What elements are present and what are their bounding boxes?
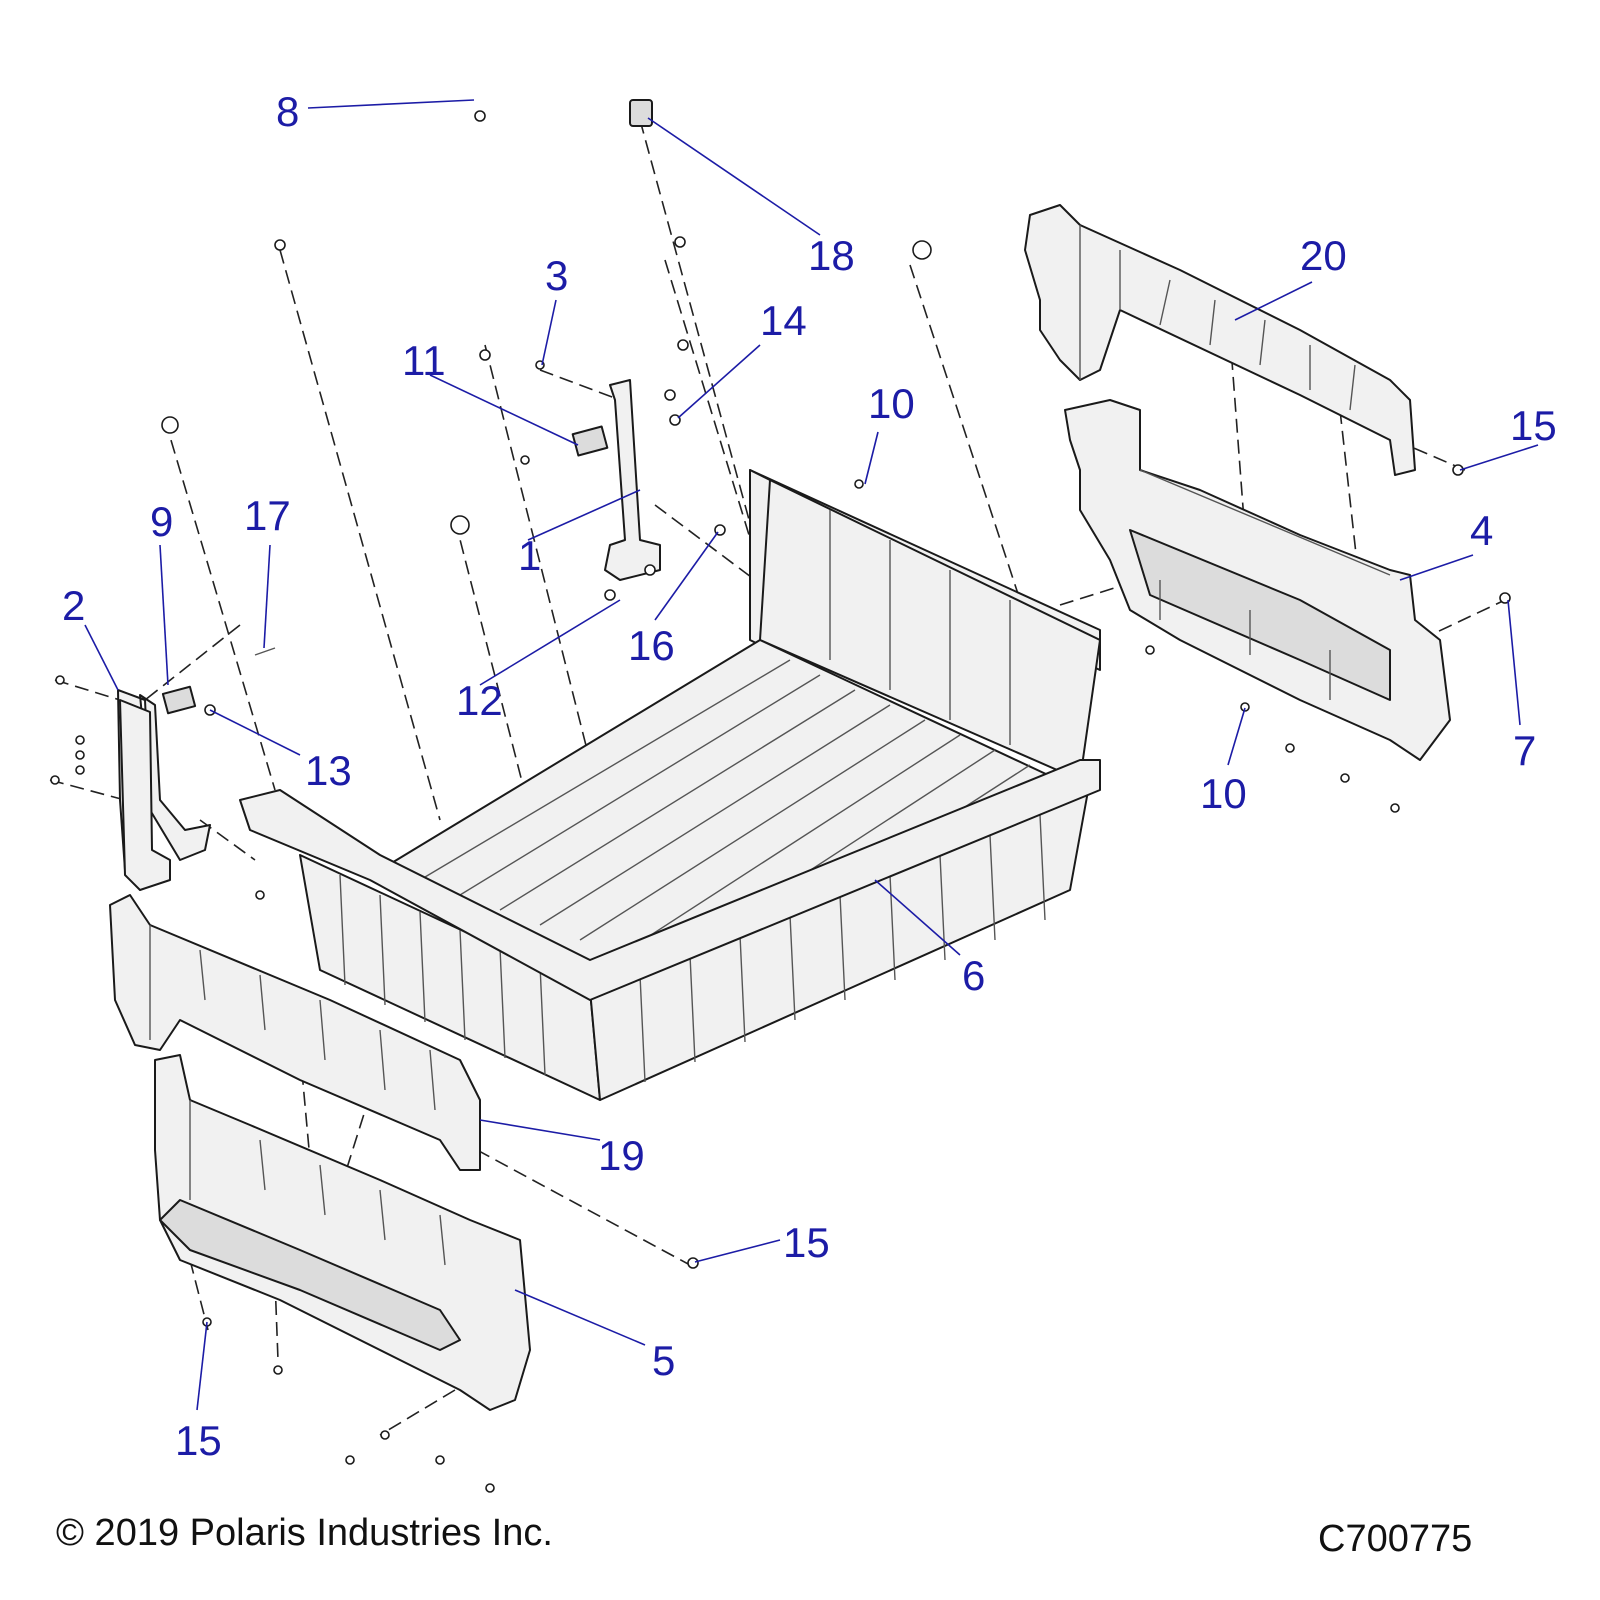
callout-9: 9 xyxy=(150,498,173,545)
part-20-right-upper-rail xyxy=(1024,204,1416,476)
callout-16: 16 xyxy=(628,622,675,669)
callout-leaders xyxy=(84,99,1539,1411)
callout-3: 3 xyxy=(545,252,568,299)
callout-6: 6 xyxy=(962,952,985,999)
callout-20: 20 xyxy=(1300,232,1347,279)
callout-10-lower: 10 xyxy=(1200,770,1247,817)
drawing-number: C700775 xyxy=(1318,1518,1473,1560)
callout-8: 8 xyxy=(276,88,299,135)
part-2-left-bracket xyxy=(50,675,211,891)
callout-15-center: 15 xyxy=(783,1219,830,1266)
callout-11: 11 xyxy=(402,337,446,384)
callout-labels: 8 18 20 3 14 11 10 15 9 17 2 1 4 16 12 7… xyxy=(62,88,1557,1464)
part-5-left-lower-rail xyxy=(154,1054,531,1411)
part-6-cargo-box xyxy=(239,469,1101,1101)
callout-7: 7 xyxy=(1513,727,1536,774)
left-hardware xyxy=(161,416,470,716)
part-1-center-bracket xyxy=(604,379,661,601)
callout-18: 18 xyxy=(808,232,855,279)
callout-17: 17 xyxy=(244,492,291,539)
callout-15-right: 15 xyxy=(1510,402,1557,449)
top-hardware xyxy=(274,99,932,361)
callout-13: 13 xyxy=(305,747,352,794)
center-hardware xyxy=(520,360,726,536)
callout-2: 2 xyxy=(62,582,85,629)
callout-14: 14 xyxy=(760,297,807,344)
callout-12: 12 xyxy=(456,677,503,724)
callout-10-upper: 10 xyxy=(868,380,915,427)
part-19-left-upper-rail xyxy=(109,894,481,1171)
copyright-notice: © 2019 Polaris Industries Inc. xyxy=(56,1512,553,1554)
callout-4: 4 xyxy=(1470,507,1493,554)
callout-19: 19 xyxy=(598,1132,645,1179)
part-4-right-lower-rail xyxy=(1064,399,1451,761)
misc-fasteners xyxy=(202,464,1511,1493)
callout-1: 1 xyxy=(518,532,541,579)
callout-15-left: 15 xyxy=(175,1417,222,1464)
callout-5: 5 xyxy=(652,1337,675,1384)
